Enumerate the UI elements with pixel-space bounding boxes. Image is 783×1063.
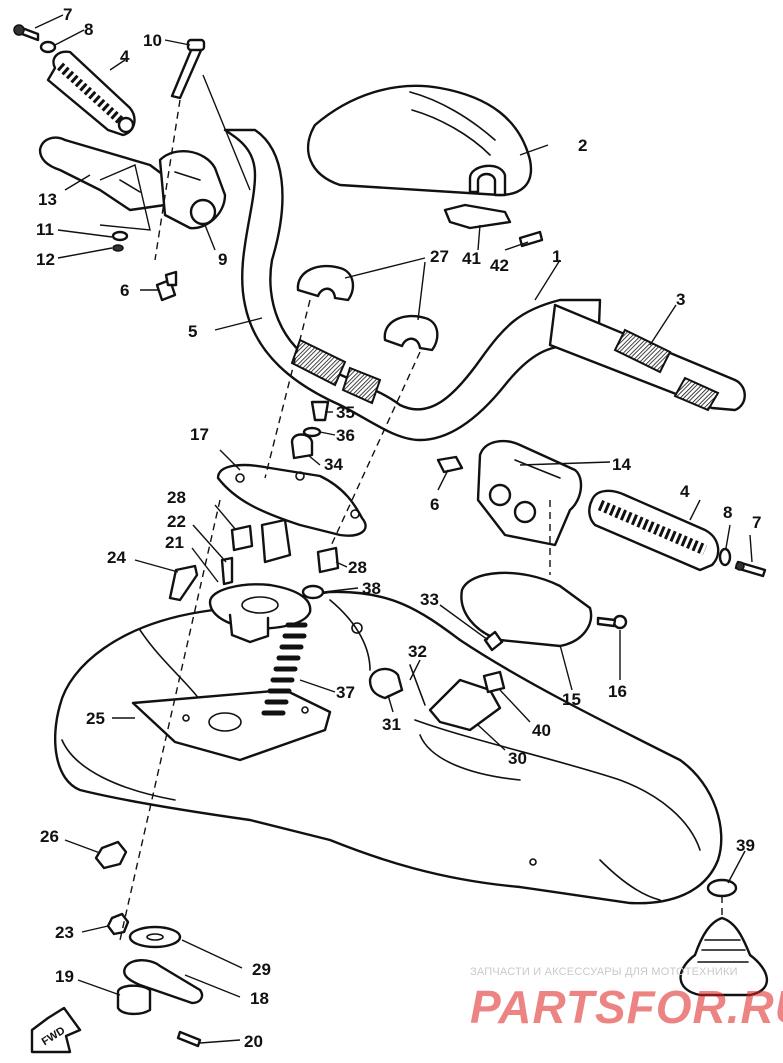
hood-cover [54, 590, 723, 905]
callout-12: 12 [36, 250, 55, 269]
callout-2: 2 [578, 136, 587, 155]
callout-31: 31 [382, 715, 401, 734]
callout-30: 30 [508, 749, 527, 768]
watermark-tagline: ЗАПЧАСТИ И АКСЕССУАРЫ ДЛЯ МОТОТЕХНИКИ [470, 966, 738, 978]
callout-39: 39 [736, 836, 755, 855]
callout-34: 34 [324, 455, 343, 474]
steering-plate [216, 463, 367, 564]
forward-direction-badge: FWD [30, 1006, 82, 1054]
callout-22: 22 [167, 512, 186, 531]
handlebar-cover [306, 84, 533, 197]
callout-25: 25 [86, 709, 105, 728]
callout-6: 6 [430, 495, 439, 514]
callout-10: 10 [143, 31, 162, 50]
callout-1: 1 [552, 247, 561, 266]
callout-14: 14 [612, 455, 631, 474]
switch-housing [476, 439, 583, 547]
steering-column [208, 583, 312, 716]
callout-9: 9 [218, 250, 227, 269]
callout-42: 42 [490, 256, 509, 275]
callout-7: 7 [63, 5, 72, 24]
callout-4: 4 [680, 482, 690, 501]
callout-11: 11 [36, 220, 54, 239]
callout-17: 17 [190, 425, 209, 444]
callout-37: 37 [336, 683, 355, 702]
callout-3: 3 [676, 290, 685, 309]
callout-38: 38 [362, 579, 381, 598]
callout-28: 28 [348, 558, 367, 577]
callout-16: 16 [608, 682, 627, 701]
right-grip-sleeve [548, 303, 746, 412]
callout-18: 18 [250, 989, 269, 1008]
callout-8: 8 [84, 20, 93, 39]
callout-4: 4 [120, 47, 130, 66]
callout-20: 20 [244, 1032, 263, 1051]
callout-7: 7 [752, 513, 761, 532]
callout-36: 36 [336, 426, 355, 445]
callout-21: 21 [165, 533, 184, 552]
callout-29: 29 [252, 960, 271, 979]
callout-5: 5 [188, 322, 197, 341]
callout-labels: 1 2 3 4 4 5 6 6 7 7 8 8 9 10 11 12 13 14… [34, 5, 761, 1051]
callout-24: 24 [107, 548, 126, 567]
callout-41: 41 [462, 249, 481, 268]
callout-27: 27 [430, 247, 449, 266]
callout-8: 8 [723, 503, 732, 522]
callout-13: 13 [38, 190, 57, 209]
callout-33: 33 [420, 590, 439, 609]
handlebar [223, 128, 602, 442]
fasteners [13, 24, 769, 1048]
switch-cover [460, 571, 593, 648]
clamp-pads [296, 264, 439, 352]
callout-26: 26 [40, 827, 59, 846]
callout-15: 15 [562, 690, 581, 709]
throttle-lever-assembly [38, 136, 227, 230]
left-grip [46, 50, 136, 137]
callout-6: 6 [120, 281, 129, 300]
callout-28: 28 [167, 488, 186, 507]
watermark-brand: PARTSFOR.RU [470, 981, 783, 1033]
callout-19: 19 [55, 967, 74, 986]
callout-23: 23 [55, 923, 74, 942]
right-grip [588, 489, 720, 572]
callout-40: 40 [532, 721, 551, 740]
callout-35: 35 [336, 403, 355, 422]
alignment-lines [99, 74, 723, 941]
callout-32: 32 [408, 642, 427, 661]
